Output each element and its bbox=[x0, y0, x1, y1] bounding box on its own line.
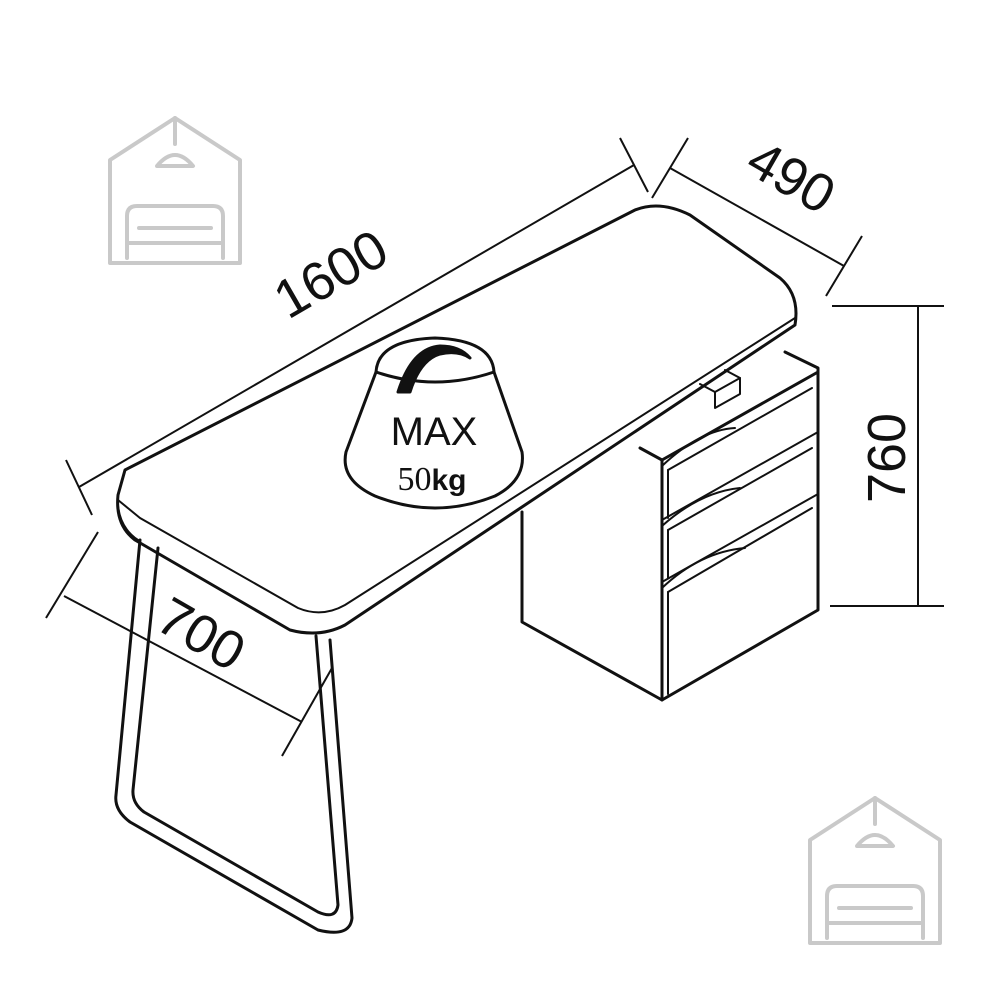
load-label-max: MAX bbox=[391, 410, 478, 454]
load-label-capacity: 50kg bbox=[397, 461, 466, 498]
dimension-leg-depth: 700 bbox=[45, 531, 333, 757]
weight-icon: MAX 50kg bbox=[343, 336, 524, 510]
house-sofa-watermark-icon bbox=[108, 116, 242, 265]
dimension-height-label: 760 bbox=[857, 413, 917, 503]
house-sofa-watermark-icon bbox=[808, 796, 942, 945]
drawer-cabinet bbox=[520, 350, 820, 702]
dimension-depth-label: 490 bbox=[737, 129, 845, 226]
table-top bbox=[116, 204, 798, 635]
load-label-unit: kg bbox=[431, 464, 466, 497]
load-label-number: 50 bbox=[397, 461, 431, 498]
dimension-width: 1600 bbox=[65, 137, 649, 516]
dimension-height: 760 bbox=[830, 305, 944, 607]
sled-leg bbox=[114, 538, 354, 934]
